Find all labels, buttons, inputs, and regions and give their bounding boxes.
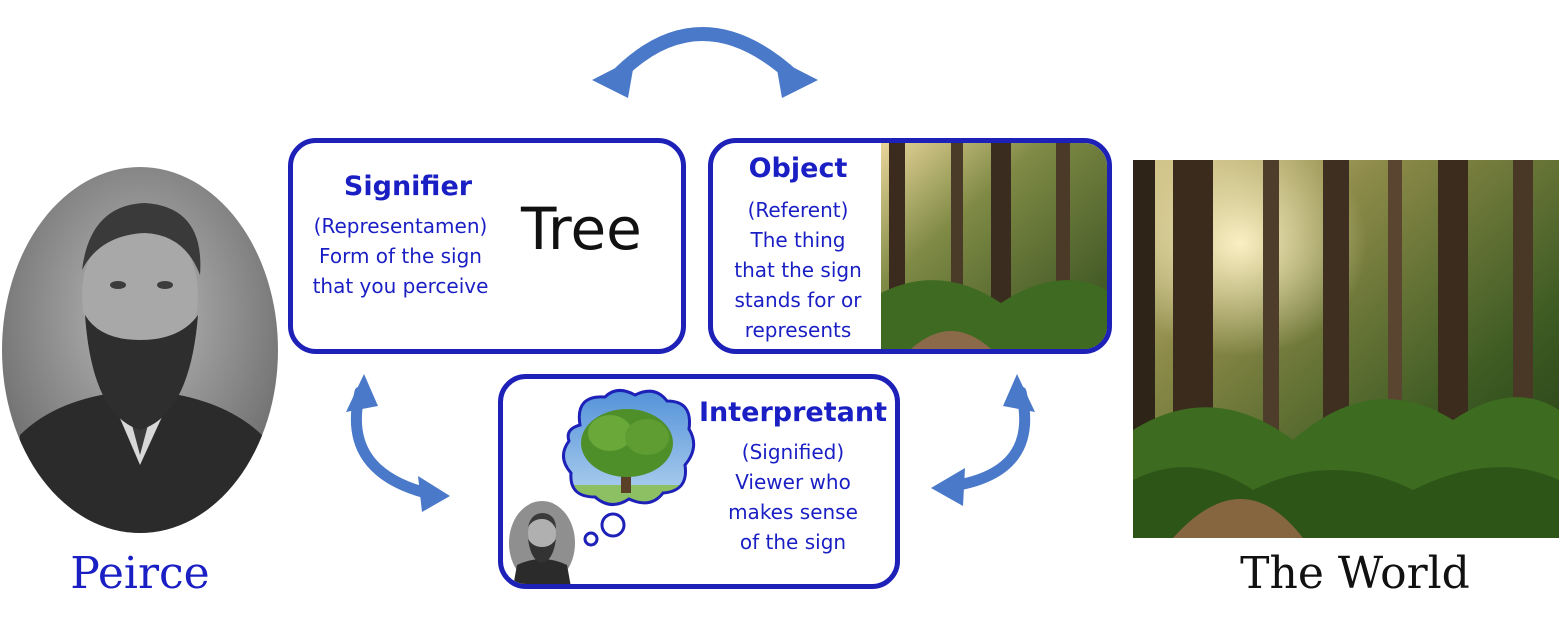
interpretant-box: Interpretant (Signified) Viewer who make… — [498, 374, 900, 589]
thought-bubbles — [583, 512, 626, 547]
interpretant-line: makes sense — [728, 500, 858, 524]
signifier-description: (Representamen) Form of the sign that yo… — [293, 211, 508, 301]
label-the-world: The World — [1240, 548, 1470, 599]
viewer-avatar — [509, 501, 575, 584]
signifier-line: (Representamen) — [313, 214, 488, 238]
signifier-line: that you perceive — [312, 274, 489, 298]
interpretant-line: of the sign — [739, 530, 847, 554]
forest-photo — [1133, 160, 1559, 538]
label-peirce: Peirce — [70, 548, 210, 599]
object-line: (Referent) — [747, 198, 849, 222]
interpretant-description: (Signified) Viewer who makes sense of th… — [693, 437, 893, 557]
interpretant-line: (Signified) — [741, 440, 845, 464]
object-line: The thing — [750, 228, 846, 252]
object-description: (Referent) The thing that the sign stand… — [713, 195, 883, 345]
signifier-line: Form of the sign — [319, 244, 482, 268]
peirce-portrait — [2, 167, 278, 533]
interpretant-heading: Interpretant — [698, 397, 887, 428]
right-curved-arrow — [931, 374, 1035, 506]
signifier-example-word: Tree — [521, 195, 642, 263]
left-curved-arrow — [346, 374, 450, 512]
signifier-box: Signifier (Representamen) Form of the si… — [288, 138, 686, 354]
object-line: that the sign — [734, 258, 862, 282]
thought-cloud-tree — [562, 389, 696, 506]
top-double-arrow — [592, 27, 818, 98]
interpretant-line: Viewer who — [735, 470, 851, 494]
object-heading: Object — [748, 153, 848, 184]
object-line: represents — [744, 318, 852, 342]
forest-thumbnail — [881, 143, 1107, 349]
signifier-heading: Signifier — [343, 171, 473, 202]
object-box: Object (Referent) The thing that the sig… — [708, 138, 1112, 354]
object-line: stands for or — [734, 288, 862, 312]
